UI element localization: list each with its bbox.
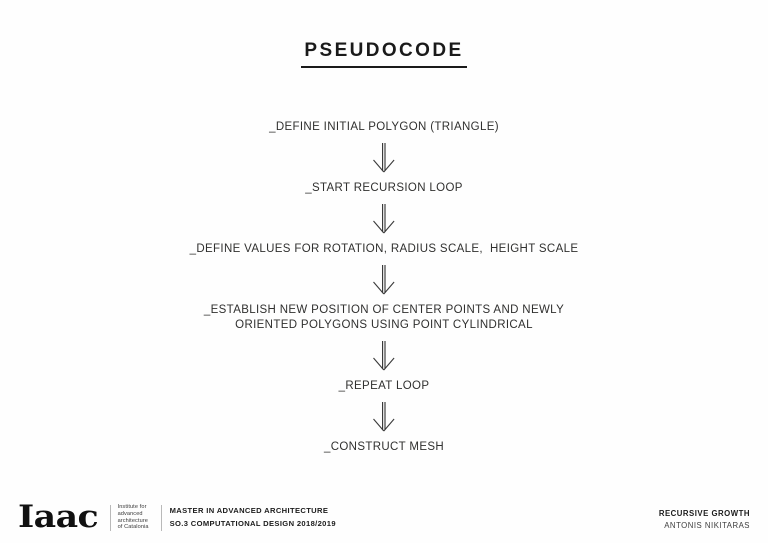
footer-right-group: RECURSIVE GROWTH ANTONIS NIKITARAS bbox=[659, 508, 750, 532]
arrow-down-double-line-icon-4 bbox=[367, 339, 401, 373]
iaac-logo-wordmark: Iaac bbox=[18, 499, 99, 535]
flow-step-2: _START RECURSION LOOP bbox=[305, 182, 463, 194]
institute-line-2: advanced bbox=[117, 510, 143, 517]
course-line-1: MASTER IN ADVANCED ARCHITECTURE bbox=[169, 506, 329, 515]
pseudocode-flow: _DEFINE INITIAL POLYGON (TRIANGLE) _STAR… bbox=[0, 120, 768, 455]
page-title: PSEUDOCODE bbox=[301, 40, 467, 68]
flow-step-3: _DEFINE VALUES FOR ROTATION, RADIUS SCAL… bbox=[189, 243, 579, 255]
flow-step-1: _DEFINE INITIAL POLYGON (TRIANGLE) bbox=[269, 121, 499, 133]
iaac-institute-text: Institute for advanced architecture of C… bbox=[118, 504, 149, 530]
flow-step-4-line1: _ESTABLISH NEW POSITION OF CENTER POINTS… bbox=[203, 304, 565, 316]
course-info: MASTER IN ADVANCED ARCHITECTURE SO.3 COM… bbox=[170, 505, 336, 530]
arrow-down-double-line-icon-1 bbox=[367, 141, 401, 175]
arrow-down-double-line-icon-2 bbox=[367, 202, 401, 236]
flow-step-5: _REPEAT LOOP bbox=[338, 380, 430, 392]
slide-footer: Iaac Institute for advanced architecture… bbox=[0, 483, 768, 543]
arrow-down-double-line-icon-3 bbox=[367, 263, 401, 297]
logo-divider-left bbox=[109, 504, 111, 531]
institute-line-4: of Catalonia bbox=[117, 524, 149, 531]
project-title: RECURSIVE GROWTH bbox=[658, 509, 750, 518]
page-title-container: PSEUDOCODE bbox=[0, 40, 768, 68]
arrow-down-double-line-icon-5 bbox=[367, 400, 401, 434]
institute-line-1: Institute for bbox=[117, 504, 147, 511]
flow-step-6: _CONSTRUCT MESH bbox=[323, 441, 445, 453]
project-author: ANTONIS NIKITARAS bbox=[664, 521, 750, 530]
flow-step-4: _ESTABLISH NEW POSITION OF CENTER POINTS… bbox=[204, 303, 564, 333]
course-line-2: SO.3 COMPUTATIONAL DESIGN 2018/2019 bbox=[169, 518, 336, 528]
footer-left-group: Iaac Institute for advanced architecture… bbox=[18, 502, 336, 533]
institute-line-3: architecture bbox=[117, 517, 148, 524]
logo-divider-right bbox=[160, 504, 162, 531]
flow-step-4-line2: ORIENTED POLYGONS USING POINT CYLINDRICA… bbox=[235, 319, 533, 331]
